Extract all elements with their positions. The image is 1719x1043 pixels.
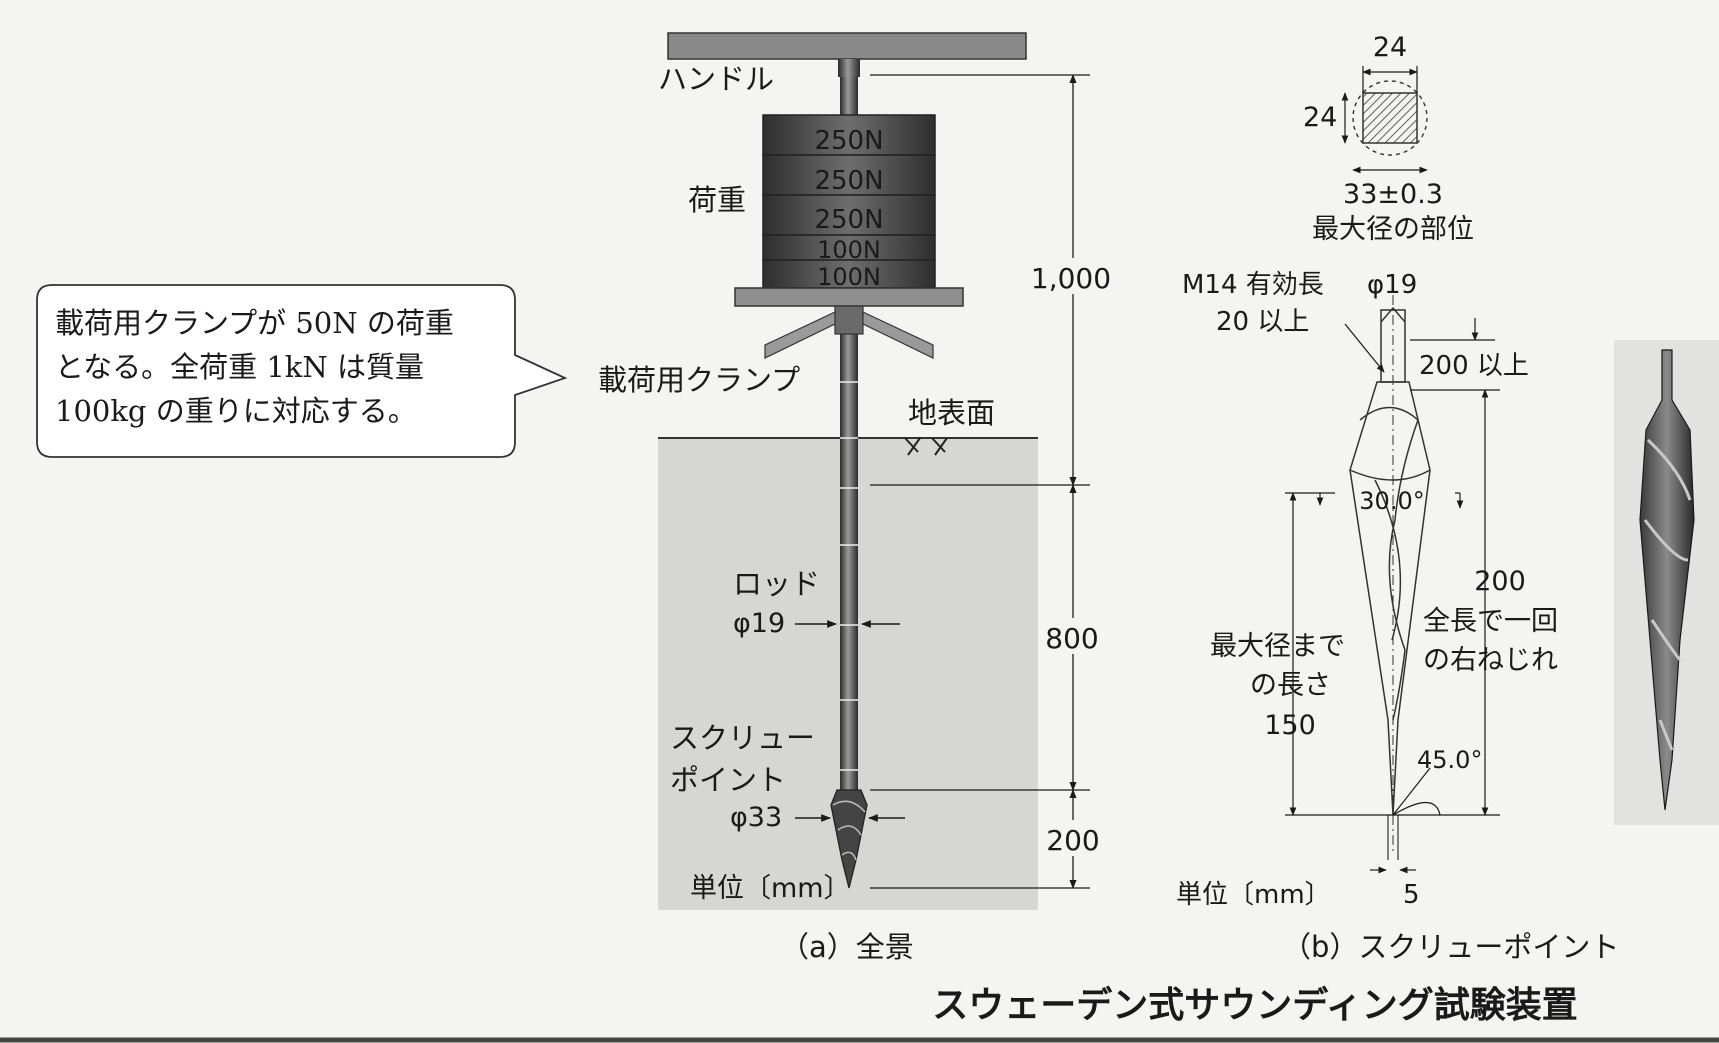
screw-diameter-label: φ33 xyxy=(730,802,782,833)
dimension-lines-a xyxy=(870,74,1090,889)
maxlen-label-1: 最大径まで xyxy=(1210,631,1345,662)
screw-label-1: スクリュー xyxy=(670,721,815,755)
figure-title: スウェーデン式サウンディング試験装置 xyxy=(932,984,1577,1026)
screw-point-photo xyxy=(1614,340,1719,825)
weight-label: 100N xyxy=(817,263,881,291)
section-note-label: 最大径の部位 xyxy=(1312,214,1474,245)
weight-label: 250N xyxy=(814,126,883,156)
maxlen-value: 150 xyxy=(1264,710,1316,741)
dimension-1000: 1,000 xyxy=(1031,262,1111,295)
callout-box: 載荷用クランプが 50N の荷重 となる。全荷重 1kN は質量 100kg の… xyxy=(36,284,568,458)
dim-bg xyxy=(1040,820,1106,856)
weight-plate xyxy=(762,114,936,156)
rod-label: ロッド xyxy=(733,567,820,601)
section-width-label: 24 xyxy=(1373,32,1407,63)
twist-label-2: の右ねじれ xyxy=(1423,645,1558,676)
cross-section-circle xyxy=(1352,80,1428,156)
weights-label: 荷重 xyxy=(688,183,746,217)
clamp-arm-left xyxy=(764,311,836,359)
section-dims xyxy=(1341,66,1428,174)
twist-label-1: 全長で一回 xyxy=(1423,606,1558,637)
weight-plate xyxy=(762,234,936,261)
panel-b-screw-point: 24 24 33±0.3 最大径の部位 xyxy=(1176,32,1619,964)
rod-upper xyxy=(840,77,858,115)
weight-plate xyxy=(762,194,936,236)
angle-tip-label: 45.0° xyxy=(1417,746,1482,774)
ground-surface-label: 地表面 xyxy=(908,396,995,430)
clamp-arm-right xyxy=(862,311,934,359)
length-200-above-label: 200 以上 xyxy=(1419,351,1529,381)
panel-a-overview: 250N 250N 250N 100N 100N ハンドル 荷重 載荷用クランプ… xyxy=(598,32,1126,964)
thread-label-1: M14 有効長 xyxy=(1182,270,1324,300)
weight-label: 100N xyxy=(817,236,881,264)
screw-thread xyxy=(832,800,866,861)
thread-label-2: 20 以上 xyxy=(1216,307,1309,337)
clamp-body xyxy=(834,305,864,335)
unit-label-b: 単位〔mm〕 xyxy=(1176,880,1331,910)
callout-line-3: 100kg の重りに対応する。 xyxy=(55,394,417,428)
photo-screw xyxy=(1639,349,1695,811)
angle-top-label: 30.0° xyxy=(1359,487,1424,515)
dimension-lines-b xyxy=(1285,318,1500,874)
caption-a: （a）全景 xyxy=(780,930,914,964)
screw-point-outline xyxy=(1349,306,1431,816)
ground-hatch-icon xyxy=(904,437,948,456)
handle-label: ハンドル xyxy=(658,62,774,96)
rod-diameter-label: φ19 xyxy=(733,608,785,639)
thread-diameter-label: φ19 xyxy=(1367,270,1417,300)
clamp-label: 載荷用クランプ xyxy=(598,363,800,397)
weight-plate xyxy=(762,154,936,196)
maxlen-label-2: の長さ xyxy=(1250,670,1331,701)
handle-stem xyxy=(838,59,860,77)
handle-bar xyxy=(667,32,1027,60)
screw-label-2: ポイント xyxy=(670,763,786,797)
unit-label-a: 単位〔mm〕 xyxy=(690,873,851,904)
rod-marks xyxy=(840,381,858,771)
section-height-label: 24 xyxy=(1303,102,1337,133)
rod xyxy=(840,327,858,810)
cross-section-square xyxy=(1362,92,1418,144)
dimension-200: 200 xyxy=(1046,824,1099,857)
weight-stack: 250N 250N 250N 100N 100N xyxy=(762,114,936,291)
dimension-800: 800 xyxy=(1045,622,1098,655)
dimension-200-b: 200 xyxy=(1474,566,1526,597)
callout-line-1: 載荷用クランプが 50N の荷重 xyxy=(55,306,454,340)
clamp-plate xyxy=(734,287,964,307)
photo-thread xyxy=(1643,438,1692,751)
weight-label: 250N xyxy=(814,166,883,196)
callout-line-2: となる。全荷重 1kN は質量 xyxy=(55,350,424,384)
tip-width-label: 5 xyxy=(1403,880,1420,910)
section-diameter-label: 33±0.3 xyxy=(1343,179,1443,210)
caption-b: （b）スクリューポイント xyxy=(1282,930,1619,964)
screw-point xyxy=(830,789,868,889)
weight-label: 250N xyxy=(814,205,883,235)
dim-bg xyxy=(1040,618,1106,654)
dim-bg xyxy=(1020,258,1126,294)
